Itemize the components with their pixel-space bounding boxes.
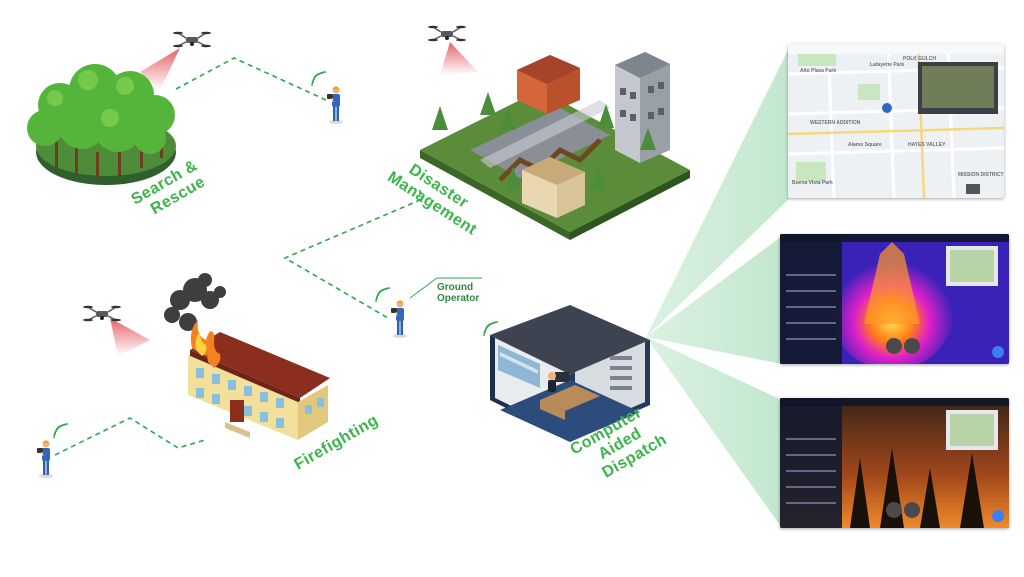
map-label: Buena Vista Park <box>792 180 833 186</box>
drone-disaster <box>427 24 478 75</box>
path-search-rescue <box>175 57 327 101</box>
screenshot-wildfire-view <box>780 398 1009 528</box>
map-label: WESTERN ADDITION <box>810 120 861 126</box>
map-label: HAYES VALLEY <box>908 142 946 148</box>
callout-beam-fire <box>646 337 782 528</box>
map-label: Alto Plaza Park <box>800 68 837 74</box>
map-streets <box>788 44 1004 198</box>
dashed-paths <box>54 57 421 456</box>
map-label: Alamo Square <box>848 142 882 148</box>
label-ground-operator-line2: Operator <box>437 293 479 304</box>
path-disaster-ground <box>283 190 421 319</box>
label-ground-operator-line1: Ground <box>437 282 473 293</box>
screenshot-thermal-view <box>780 234 1009 364</box>
dispatch-office-illustration <box>483 305 650 442</box>
map-label: MISSION DISTRICT <box>958 172 1004 178</box>
drone-fire <box>82 304 150 356</box>
wildfire-image <box>780 398 1009 528</box>
thermal-image <box>780 234 1009 364</box>
operator-search <box>311 71 344 125</box>
label-ground-operator: Ground Operator <box>437 282 479 304</box>
path-firefighting <box>54 417 206 456</box>
forest-illustration <box>27 64 176 185</box>
map-label: Lafayette Park <box>870 62 905 68</box>
disaster-city-illustration <box>420 52 690 240</box>
drone-search <box>140 30 212 90</box>
map-label: POLK GULCH <box>903 56 937 62</box>
callout-beams <box>646 46 790 528</box>
operator-ground <box>375 277 482 339</box>
callout-beam-map <box>646 46 790 337</box>
screenshot-map-view: Alto Plaza Park Lafayette Park POLK GULC… <box>788 44 1004 198</box>
burning-house-illustration <box>164 273 330 440</box>
callout-beam-thermal <box>646 236 782 364</box>
